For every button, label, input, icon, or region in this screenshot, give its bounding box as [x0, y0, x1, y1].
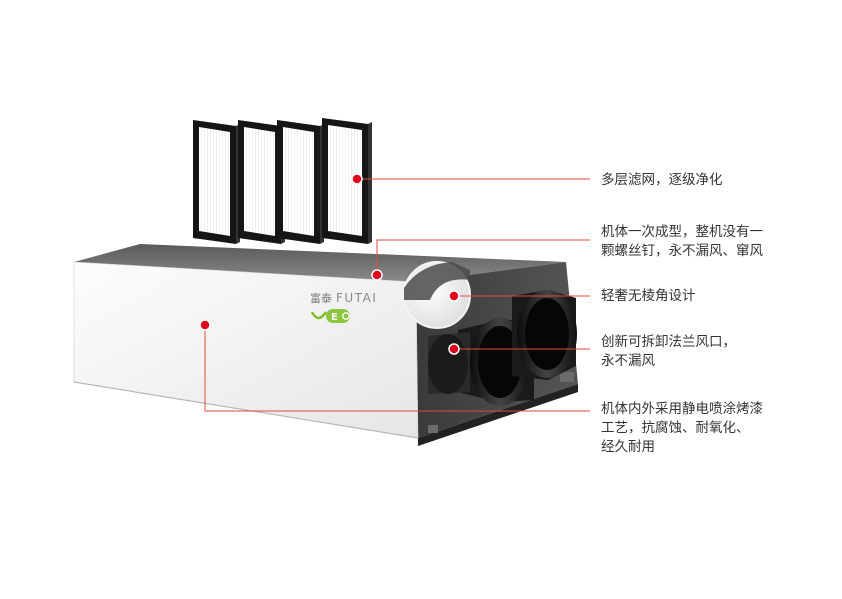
leader-lines: [204, 178, 590, 412]
annotation-one-piece-body: 机体一次成型，整机没有一 颗螺丝钉，永不漏风、窜风: [601, 223, 763, 261]
annotation-line: 颗螺丝钉，永不漏风、窜风: [601, 243, 763, 259]
eco-circle-icon: [342, 312, 350, 320]
annotation-rounded-design: 轻奢无棱角设计: [601, 287, 696, 306]
annotation-line: 工艺，抗腐蚀、耐氧化、: [601, 420, 750, 436]
logo-text-cn: 富泰: [310, 291, 332, 305]
filter-stack: [193, 118, 372, 244]
marker-dot: [351, 173, 363, 185]
eco-badge-text: E: [331, 312, 338, 323]
annotation-line: 机体一次成型，整机没有一: [601, 224, 763, 240]
filter-panel: [322, 118, 372, 244]
annotation-line: 永不漏风: [601, 353, 655, 369]
corner-zoom-bubble: [403, 261, 471, 329]
annotation-line: 多层滤网，逐级净化: [601, 172, 723, 188]
annotation-flange-outlet: 创新可拆卸法兰风口， 永不漏风: [601, 333, 736, 371]
marker-dots: [199, 173, 460, 355]
filter-panel: [193, 120, 240, 244]
marker-dot: [448, 290, 460, 302]
annotation-line: 机体内外采用静电喷涂烤漆: [601, 401, 763, 417]
annotation-line: 轻奢无棱角设计: [601, 288, 696, 304]
leaf-icon: [310, 311, 328, 320]
marker-dot: [371, 269, 383, 281]
logo-text-en: FUTAI: [336, 291, 377, 305]
annotation-line: 经久耐用: [601, 439, 655, 455]
marker-dot: [448, 343, 460, 355]
duct-pipe: [512, 290, 577, 380]
leader-line: [204, 325, 590, 412]
eco-badge-icon: [326, 309, 350, 323]
filter-panel: [277, 120, 324, 244]
annotation-filters: 多层滤网，逐级净化: [601, 171, 723, 190]
annotation-line: 创新可拆卸法兰风口，: [601, 334, 736, 350]
marker-dot: [199, 319, 211, 331]
leader-line: [376, 239, 590, 275]
annotation-coating: 机体内外采用静电喷涂烤漆 工艺，抗腐蚀、耐氧化、 经久耐用: [601, 400, 763, 457]
brand-logo: 富泰 FUTAI E: [310, 291, 377, 323]
